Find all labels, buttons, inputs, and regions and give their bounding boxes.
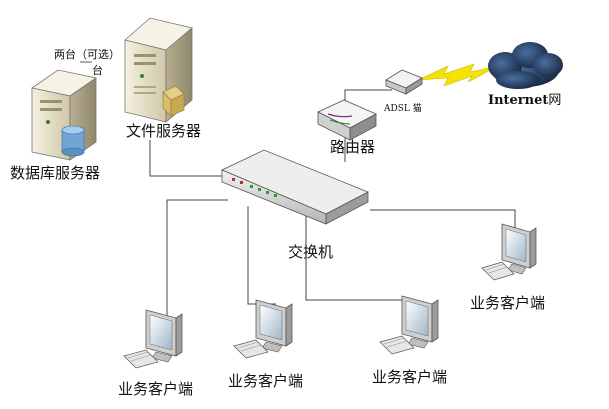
two-servers-note: 两台（可选） [54, 47, 120, 61]
wire-file-server-switch [149, 140, 228, 177]
client-right-label: 业务客户端 [470, 294, 545, 312]
file-server-icon [124, 17, 193, 123]
client-right-computer-icon [481, 223, 537, 281]
client-mid-computer-icon [233, 299, 293, 359]
wire-switch-client-right [370, 209, 516, 228]
adsl-label: ADSL 猫 [383, 102, 422, 114]
switch-label: 交换机 [288, 243, 333, 261]
internet-cloud-icon [488, 42, 563, 89]
adsl-modem-icon [385, 69, 423, 95]
db-server-label: 数据库服务器 [10, 164, 100, 182]
switch-icon [221, 149, 369, 225]
internet-label: Internet网 [488, 93, 561, 108]
router-icon [317, 99, 377, 141]
client-midright-computer-icon [379, 295, 439, 355]
client-midright-label: 业务客户端 [372, 368, 447, 386]
wire-switch-client-midright [305, 214, 410, 301]
router-label: 路由器 [330, 138, 375, 156]
client-left-label: 业务客户端 [118, 380, 193, 398]
lightning-icon [417, 63, 499, 87]
two-servers-note-cont: 台 [92, 63, 103, 77]
wire-switch-client-mid [247, 206, 276, 305]
client-mid-label: 业务客户端 [228, 372, 303, 390]
database-server-icon [31, 69, 97, 161]
wire-switch-client-left [166, 199, 228, 318]
file-server-label: 文件服务器 [126, 122, 201, 140]
client-left-computer-icon [123, 309, 183, 369]
switch-port-lights [232, 178, 277, 197]
